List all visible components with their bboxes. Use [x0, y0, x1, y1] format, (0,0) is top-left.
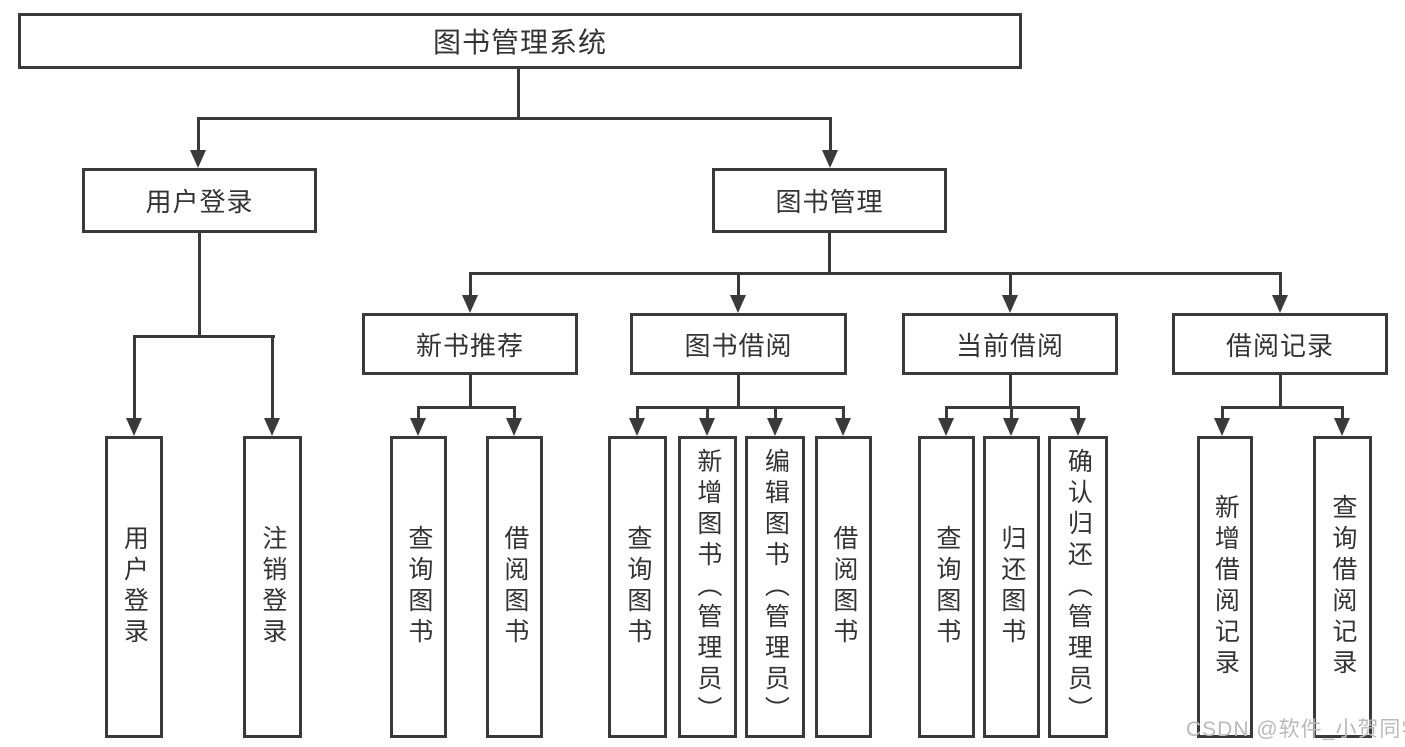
connector-line	[417, 406, 516, 409]
node-label: 图书管理系统	[432, 27, 607, 58]
node-label: 用户登录	[145, 187, 254, 217]
connector-line	[197, 117, 200, 150]
node-label: 编辑图书（管理员）	[761, 447, 790, 727]
node-br-query-record: 查询借阅记录	[1313, 436, 1372, 738]
node-cb-query-book: 查询图书	[918, 436, 975, 738]
node-new-book-recommend: 新书推荐	[362, 313, 578, 375]
node-label: 新书推荐	[415, 330, 524, 361]
connector-line	[1010, 406, 1013, 418]
connector-line	[1009, 272, 1012, 295]
connector-line	[271, 335, 274, 418]
connector-line	[774, 406, 777, 418]
csdn-watermark: CSDN @软件_小贺同学	[1186, 718, 1405, 741]
arrowhead-icon	[1002, 295, 1018, 313]
connector-line	[133, 335, 136, 418]
node-label: 图书管理	[775, 187, 884, 217]
node-bb-edit-book-admin: 编辑图书（管理员）	[745, 436, 805, 738]
connector-line	[829, 117, 832, 150]
connector-line	[1279, 375, 1282, 406]
node-label: 查询图书	[932, 525, 961, 649]
connector-line	[636, 406, 845, 409]
node-label: 注销登录	[258, 525, 287, 649]
connector-line	[517, 69, 520, 117]
node-bb-add-book-admin: 新增图书（管理员）	[678, 436, 737, 738]
node-label: 查询图书	[404, 525, 433, 649]
connector-line	[133, 335, 275, 338]
arrowhead-icon	[126, 418, 142, 436]
node-nb-query-book: 查询图书	[390, 436, 447, 738]
node-leaf-logout: 注销登录	[243, 436, 302, 738]
connector-line	[737, 272, 740, 295]
node-cb-confirm-return-admin: 确认归还（管理员）	[1048, 436, 1108, 738]
connector-line	[1279, 272, 1282, 295]
arrowhead-icon	[264, 418, 280, 436]
arrowhead-icon	[1334, 418, 1350, 436]
connector-line	[469, 272, 472, 295]
connector-line	[1341, 406, 1344, 418]
arrowhead-icon	[1214, 418, 1230, 436]
node-bb-borrow-book: 借阅图书	[815, 436, 872, 738]
node-label: 用户登录	[120, 525, 149, 649]
arrowhead-icon	[699, 418, 715, 436]
connector-line	[1009, 375, 1012, 406]
connector-line	[198, 233, 201, 335]
node-label: 借阅图书	[500, 525, 529, 649]
node-label: 借阅记录	[1225, 330, 1334, 361]
node-label: 当前借阅	[955, 330, 1064, 361]
node-label: 查询借阅记录	[1328, 494, 1357, 680]
arrowhead-icon	[767, 418, 783, 436]
arrowhead-icon	[190, 150, 206, 168]
node-label: 归还图书	[997, 525, 1026, 649]
node-label: 查询图书	[623, 525, 652, 649]
node-nb-borrow-book: 借阅图书	[486, 436, 543, 738]
arrowhead-icon	[730, 295, 746, 313]
connector-line	[945, 406, 948, 418]
connector-line	[513, 406, 516, 418]
node-library-management-system: 图书管理系统	[18, 13, 1022, 69]
node-label: 新增借阅记录	[1211, 494, 1240, 680]
node-bb-query-book: 查询图书	[608, 436, 667, 738]
node-label: 确认归还（管理员）	[1064, 447, 1093, 727]
arrowhead-icon	[629, 418, 645, 436]
arrowhead-icon	[1272, 295, 1288, 313]
arrowhead-icon	[506, 418, 522, 436]
node-cb-return-book: 归还图书	[983, 436, 1040, 738]
connector-line	[469, 375, 472, 406]
connector-line	[737, 375, 740, 406]
node-label: 借阅图书	[829, 525, 858, 649]
arrowhead-icon	[1003, 418, 1019, 436]
node-label: 新增图书（管理员）	[693, 447, 722, 727]
node-user-login: 用户登录	[82, 168, 317, 233]
connector-line	[842, 406, 845, 418]
connector-line	[1077, 406, 1080, 418]
connector-line	[828, 233, 831, 272]
connector-line	[1221, 406, 1344, 409]
node-br-add-record: 新增借阅记录	[1197, 436, 1253, 738]
arrowhead-icon	[1070, 418, 1086, 436]
connector-line	[706, 406, 709, 418]
arrowhead-icon	[835, 418, 851, 436]
node-label: 图书借阅	[684, 330, 793, 361]
arrowhead-icon	[822, 150, 838, 168]
connector-line	[1221, 406, 1224, 418]
arrowhead-icon	[410, 418, 426, 436]
arrowhead-icon	[938, 418, 954, 436]
node-borrow-record: 借阅记录	[1172, 313, 1388, 375]
node-current-borrow: 当前借阅	[902, 313, 1118, 375]
connector-line	[417, 406, 420, 418]
node-book-management: 图书管理	[712, 168, 947, 233]
connector-line	[197, 117, 831, 120]
node-book-borrow: 图书借阅	[630, 313, 847, 375]
connector-line	[469, 272, 1282, 275]
connector-line	[636, 406, 639, 418]
arrowhead-icon	[462, 295, 478, 313]
node-leaf-user-login: 用户登录	[105, 436, 163, 738]
